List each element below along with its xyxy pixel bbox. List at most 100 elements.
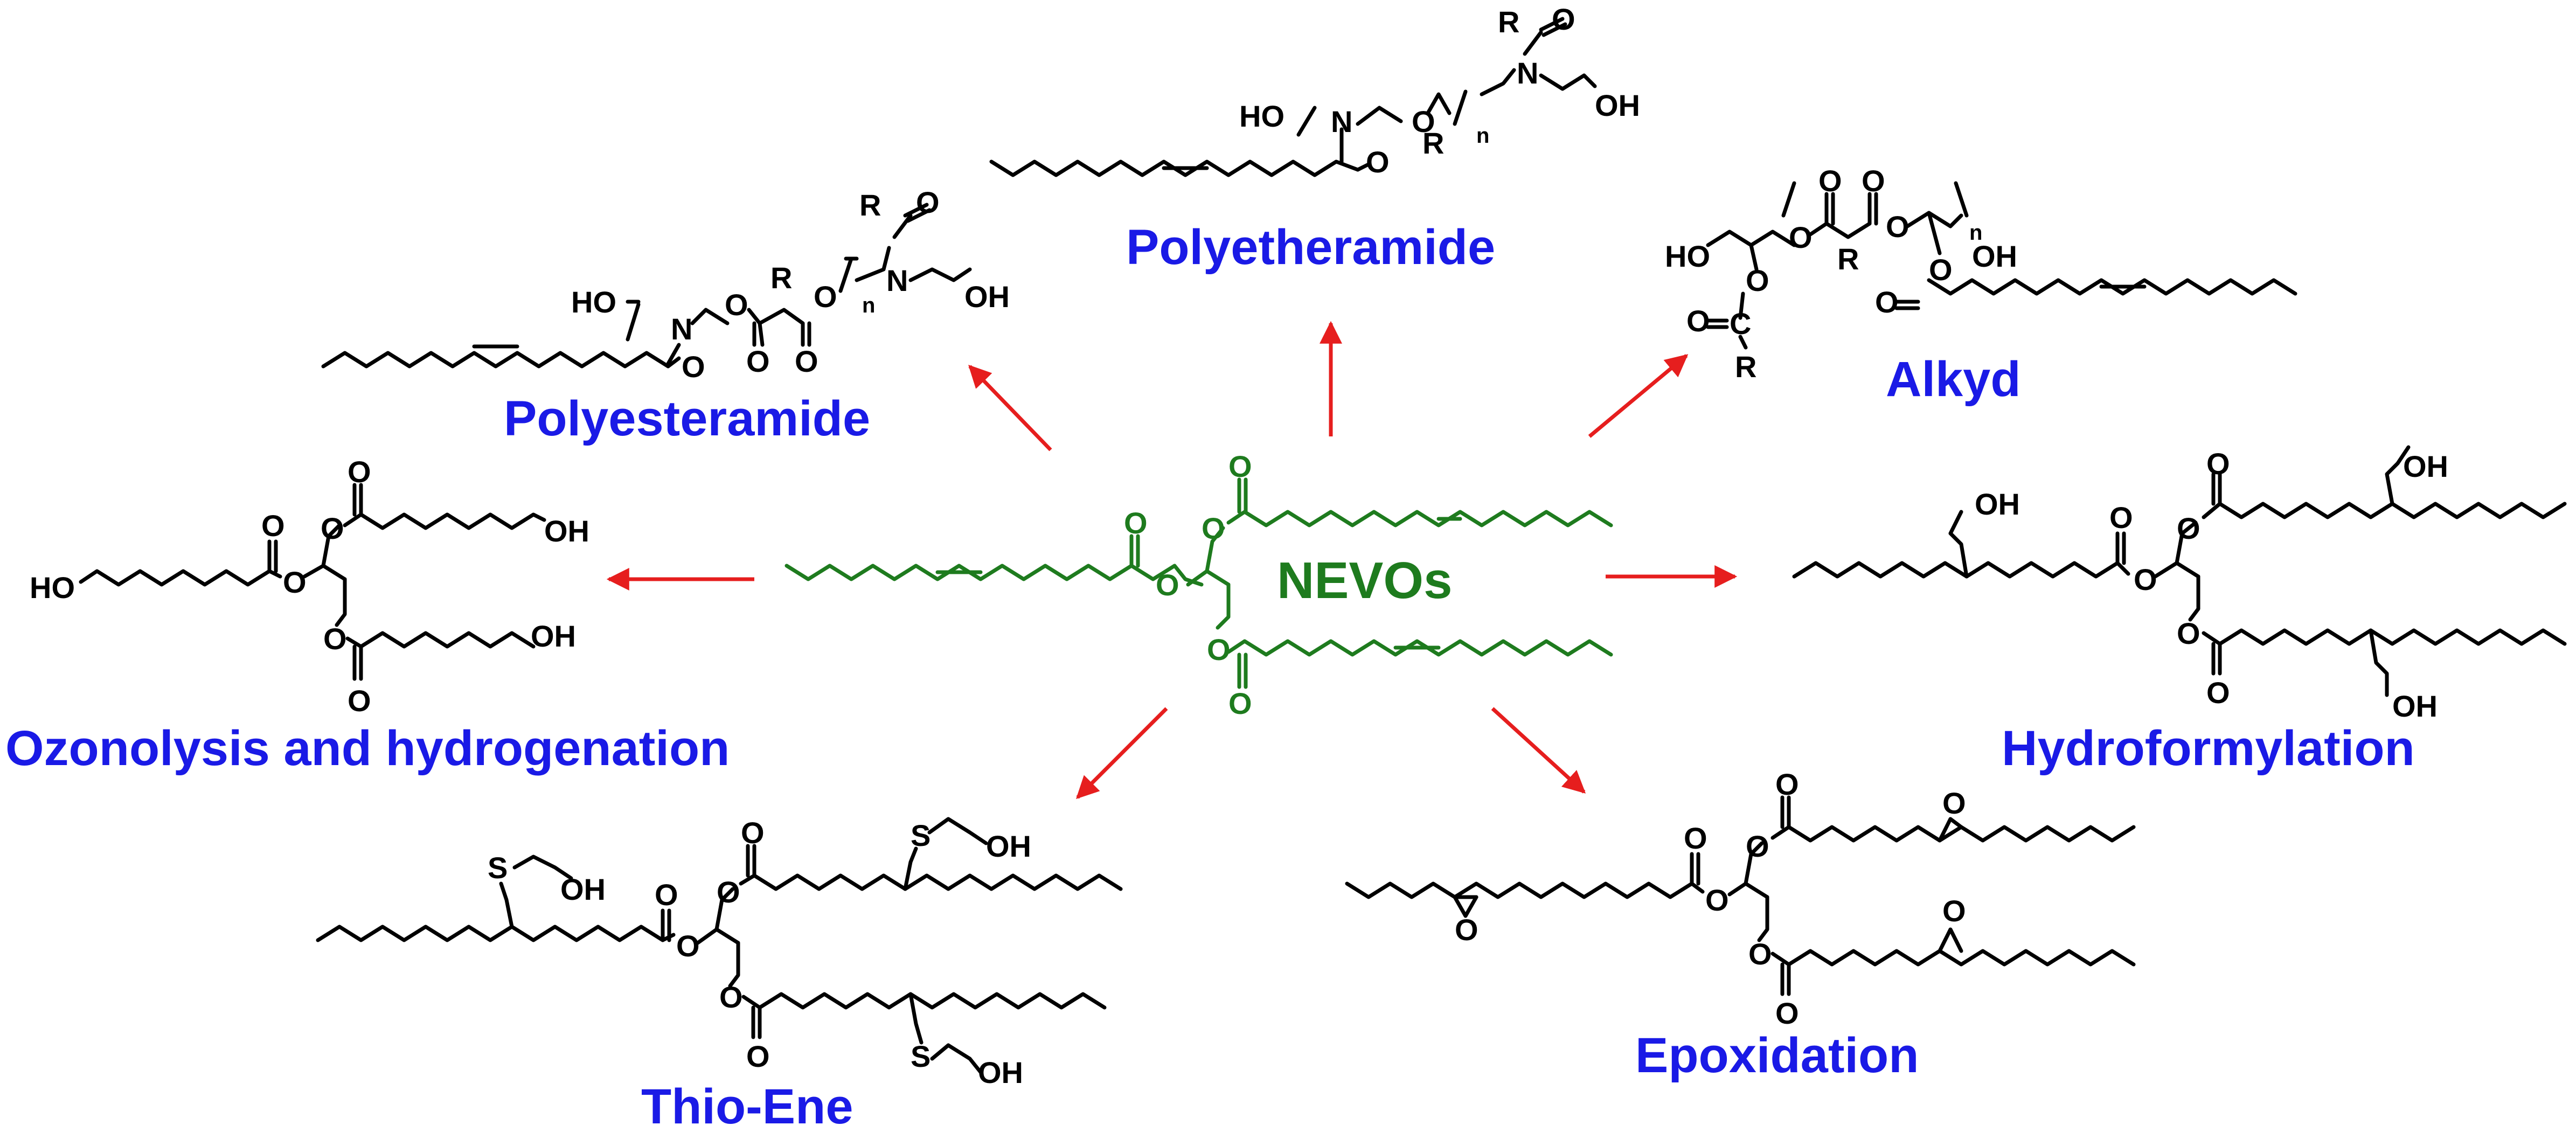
thio-ene-structure: S OH O O O O S OH O O S OH [316,816,1123,1089]
hydroformylation-structure: OH O O O O OH O O OH [1792,445,2567,723]
atom-o: O [2177,511,2200,545]
atom-o: O [746,344,770,378]
atom-o: O [1746,263,1769,297]
atom-ho: HO [1239,99,1284,133]
atom-o: O [2109,501,2133,534]
atom-r: R [1498,5,1519,39]
atom-o: O [1202,511,1225,545]
atom-oh: OH [1975,487,2020,521]
atom-o: O [676,929,700,963]
atom-o: O [348,684,371,718]
polyetheramide-structure: O N HO O R n N R O OH [989,2,1640,179]
atom-n: N [886,263,908,297]
atom-o: O [1746,829,1769,863]
atom-oh: OH [531,619,576,653]
alkyd-structure: HO O O O O R O n OH O O C R O [1665,164,2297,384]
arrow-to-epoxidation [1491,707,1586,794]
polyesteramide-structure: O N HO O O R O O n N R O OH [321,185,1010,384]
atom-o: O [1862,164,1885,198]
atom-o: O [682,350,705,384]
atom-ho: HO [30,571,75,605]
atom-o: O [717,875,740,909]
atom-o: O [1789,220,1813,254]
atom-o: O [2206,447,2230,481]
atom-o: O [1875,285,1899,319]
atom-o: O [1775,767,1799,801]
ozonolysis-structure: HO O O O O OH O O OH [30,455,589,718]
atom-oh: OH [1595,88,1640,122]
center-label-nevos: NEVOs [1277,552,1452,609]
atom-o: O [261,509,285,543]
atom-o: O [1942,894,1966,928]
arrow-to-alkyd [1588,354,1689,438]
atom-s: S [488,851,508,885]
atom-o: O [1228,686,1252,720]
label-epoxidation: Epoxidation [1635,1028,1919,1083]
atom-c: C [1730,307,1751,341]
atom-oh: OH [2403,449,2448,483]
atom-ho: HO [571,285,616,319]
atom-o: O [1156,568,1179,602]
label-alkyd: Alkyd [1886,352,2021,407]
atom-r: R [1837,242,1859,276]
atom-o: O [1942,786,1966,820]
atom-o: O [1818,164,1842,198]
atom-o: O [2206,676,2230,710]
atom-oh: OH [544,514,589,548]
atom-o: O [1684,821,1707,855]
atom-o: O [1775,996,1799,1030]
atom-oh: OH [560,872,606,906]
atom-o: O [814,280,837,314]
atom-oh: OH [964,280,1010,314]
arrow-to-thio-ene [1076,707,1168,799]
atom-r: R [859,188,881,222]
atom-s: S [911,1039,931,1073]
subscript-n: n [1969,221,1982,245]
atom-oh: OH [986,829,1031,863]
atom-o: O [655,878,678,912]
atom-oh: OH [2392,689,2438,723]
atom-r: R [770,261,792,295]
atom-oh: OH [978,1055,1023,1089]
atom-o: O [741,816,765,850]
atom-n: N [1517,56,1538,90]
atom-s: S [911,818,931,852]
label-polyesteramide: Polyesteramide [504,391,870,446]
atom-oh: OH [1972,239,2017,273]
atom-n: N [671,312,692,346]
atom-n: N [1331,105,1352,138]
atom-o: O [1748,937,1772,971]
label-ozonolysis: Ozonolysis and hydrogenation [5,721,730,776]
atom-o: O [2134,562,2157,596]
nevos-structure: O O O O O O [784,449,1613,720]
atom-r: R [1422,126,1444,160]
atom-o: O [1366,145,1390,179]
epoxidation-structure: O O O O O O O O O [1345,767,2136,1030]
atom-o: O [323,622,347,656]
label-thio-ene: Thio-Ene [641,1079,853,1134]
atom-r: R [1735,350,1756,384]
atom-o: O [719,980,743,1014]
atom-o: O [1228,449,1252,483]
arrow-to-polyesteramide [968,364,1052,452]
atom-o: O [916,185,940,219]
atom-o: O [2177,616,2200,650]
atom-o: O [348,455,371,489]
label-polyetheramide: Polyetheramide [1126,220,1495,275]
subscript-n: n [862,294,875,317]
atom-ho: HO [1665,239,1710,273]
atom-o: O [1686,304,1710,338]
atom-o: O [1207,633,1231,666]
atom-o: O [725,288,748,322]
atom-o: O [1886,210,1910,244]
atom-o: O [1705,883,1729,917]
atom-o: O [1552,2,1575,36]
atom-o: O [283,565,307,599]
atom-o: O [321,511,344,545]
atom-o: O [746,1039,770,1073]
atom-o: O [1455,913,1478,947]
label-hydroformylation: Hydroformylation [2002,721,2415,776]
subscript-n: n [1476,124,1489,148]
